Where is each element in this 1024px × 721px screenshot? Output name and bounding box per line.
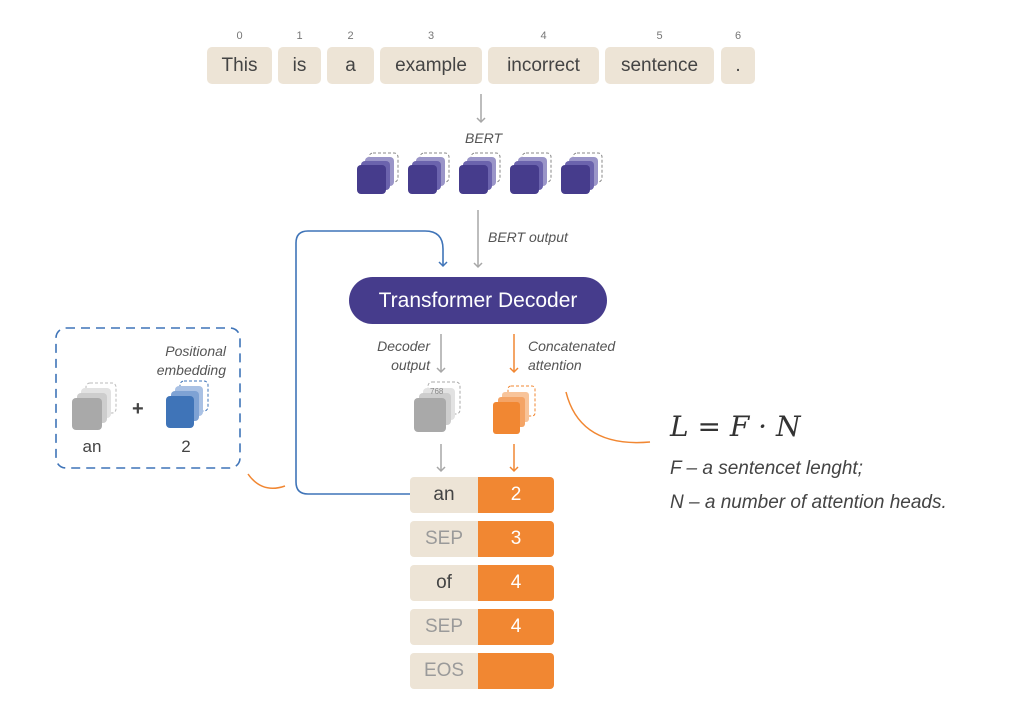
- embedding-callout-curve: [247, 473, 286, 489]
- token-index-6: 6: [734, 30, 742, 42]
- token-index-2: 2: [347, 30, 354, 42]
- plus-sign: +: [132, 398, 144, 420]
- concat-attention-label-line2: attention: [528, 357, 582, 373]
- output-row-2-token: of: [410, 565, 478, 601]
- positional-embedding-box: [55, 327, 241, 469]
- output-row-1-value: 3: [478, 521, 554, 557]
- bert-label: BERT: [465, 130, 503, 146]
- dim-768-label: 768: [430, 387, 444, 396]
- concat-attention-label: Concatenated attention: [528, 337, 615, 375]
- token-1: is: [278, 47, 321, 84]
- positional-embedding-label-line2: embedding: [156, 362, 226, 378]
- concat-attention-label-line1: Concatenated: [528, 338, 616, 354]
- output-row-3-token: SEP: [410, 609, 478, 645]
- token-index-3: 3: [427, 30, 435, 42]
- attention-stack: [493, 385, 536, 434]
- decoder-output-label-line1: Decoder: [377, 338, 430, 354]
- positional-stack: [166, 380, 209, 428]
- token-index-5: 5: [656, 30, 663, 42]
- output-row-0-value: 2: [478, 477, 554, 513]
- transformer-decoder: Transformer Decoder: [349, 277, 607, 324]
- output-row-4-token: EOS: [410, 653, 478, 689]
- formula-callout-curve: [565, 391, 651, 444]
- token-4: incorrect: [488, 47, 599, 84]
- bert-embedding-stacks: [357, 152, 603, 194]
- token-6: .: [721, 47, 755, 84]
- formula-description-f: F – a sentencet lenght;: [670, 458, 863, 479]
- output-row-4-value: [478, 653, 554, 689]
- embedding-position: 2: [181, 437, 191, 456]
- embedding-word: an: [82, 437, 102, 456]
- output-row-2-value: 4: [478, 565, 554, 601]
- positional-embedding-label-line1: Positional: [165, 343, 226, 359]
- output-row-3-value: 4: [478, 609, 554, 645]
- token-index-0: 0: [236, 30, 243, 42]
- bert-output-label: BERT output: [488, 229, 568, 245]
- positional-embedding-label: Positional embedding: [150, 342, 226, 380]
- token-2: a: [327, 47, 374, 84]
- token-index-1: 1: [296, 30, 303, 42]
- output-row-0-token: an: [410, 477, 478, 513]
- output-row-1-token: SEP: [410, 521, 478, 557]
- token-0: This: [207, 47, 272, 84]
- feedback-loop-arrow: [295, 230, 448, 495]
- decoder-output-label: Decoder output: [372, 337, 430, 375]
- formula-expression: L = F · N: [670, 410, 801, 443]
- token-index-4: 4: [540, 30, 547, 42]
- word-embedding-stack: [72, 382, 117, 430]
- formula-description-n: N – a number of attention heads.: [670, 492, 947, 513]
- decoder-output-label-line2: output: [391, 357, 430, 373]
- token-5: sentence: [605, 47, 714, 84]
- decoder-output-stack: [414, 381, 461, 432]
- token-3: example: [380, 47, 482, 84]
